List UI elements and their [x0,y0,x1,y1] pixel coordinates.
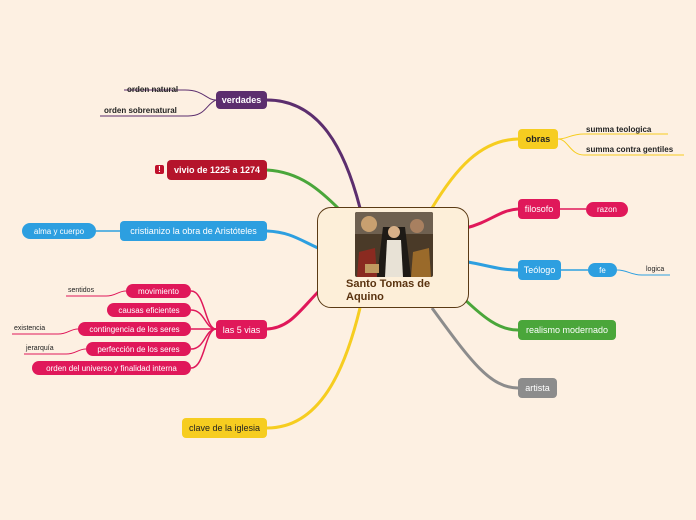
link-obras [432,139,518,208]
link-cristianizo [267,231,318,248]
node-razon[interactable]: razon [586,202,628,217]
link-verdades [267,100,360,208]
node-alma-y-cuerpo[interactable]: alma y cuerpo [22,223,96,239]
link-vivio [267,170,340,210]
node-vivio[interactable]: vivio de 1225 a 1274 [167,160,267,180]
central-title: Santo Tomas de Aquino [346,278,464,304]
link-filosofo [466,209,518,228]
node-existencia[interactable]: existencia [14,324,54,333]
node-clave-de-la-iglesia[interactable]: clave de la iglesia [182,418,267,438]
node-orden-sobrenatural[interactable]: orden sobrenatural [104,105,194,116]
node-orden-natural[interactable]: orden natural [127,84,197,95]
node-artista[interactable]: artista [518,378,557,398]
node-summa-contra-gentiles[interactable]: summa contra gentiles [586,144,686,155]
central-painting-image [355,212,433,277]
link-vias [267,290,320,329]
node-fe[interactable]: fe [588,263,617,277]
node-summa-teologica[interactable]: summa teologica [586,124,666,135]
node-orden-universo[interactable]: orden del universo y finalidad interna [32,361,191,375]
node-verdades[interactable]: verdades [216,91,267,109]
node-las-5-vias[interactable]: las 5 vias [216,320,267,339]
link-artista [432,308,518,388]
node-cristianizo[interactable]: cristianizo la obra de Aristóteles [120,221,267,241]
node-obras[interactable]: obras [518,129,558,149]
node-logica[interactable]: logica [646,265,674,274]
node-sentidos[interactable]: sentidos [68,286,108,295]
alert-icon: ! [155,165,164,174]
node-movimiento[interactable]: movimiento [126,284,191,298]
central-topic[interactable]: Santo Tomas de Aquino [317,207,469,308]
node-causas-eficientes[interactable]: causas eficientes [107,303,191,317]
node-filosofo[interactable]: filosofo [518,199,560,219]
node-jerarquia[interactable]: jerarquía [26,344,66,353]
node-teologo[interactable]: Teólogo [518,260,561,280]
node-contingencia[interactable]: contingencia de los seres [78,322,191,336]
link-teologo [468,262,518,270]
node-realismo-modernado[interactable]: realismo modernado [518,320,616,340]
node-perfeccion[interactable]: perfección de los seres [86,342,191,356]
